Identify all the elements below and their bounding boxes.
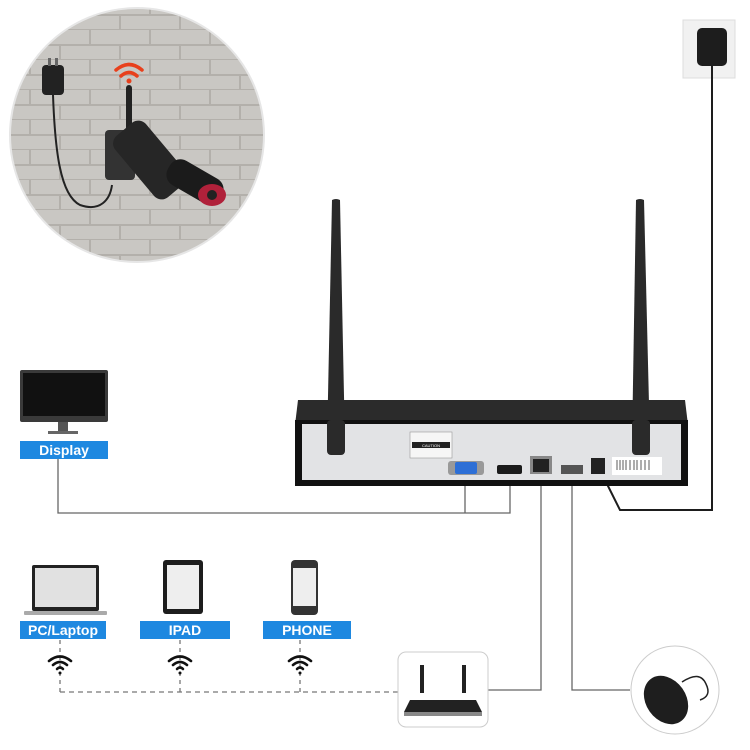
router-icon — [397, 651, 489, 728]
monitor-icon — [20, 370, 108, 434]
hdmi-port — [497, 465, 522, 474]
wifi-icon — [47, 655, 73, 675]
usb-port — [561, 465, 583, 474]
wall-adapter-icon — [42, 58, 113, 208]
device-dashed-links — [59, 640, 301, 692]
display-label: Display — [20, 441, 108, 459]
wifi-icon — [287, 655, 313, 675]
dc-power-port — [591, 458, 605, 474]
wifi-signal-icon — [114, 62, 144, 84]
connection-lines — [57, 459, 630, 691]
antenna-left-icon — [327, 199, 345, 445]
phone-label: PHONE — [263, 621, 351, 639]
phone-icon — [291, 560, 318, 615]
antenna-right-icon — [632, 199, 650, 445]
wifi-icon — [167, 655, 193, 675]
vga-port — [448, 461, 484, 475]
wifi-camera-icon — [105, 85, 226, 206]
camera-scene — [9, 7, 265, 263]
ipad-label: IPAD — [140, 621, 230, 639]
lan-port — [530, 456, 552, 474]
pc-laptop-label: PC/Laptop — [20, 621, 106, 639]
laptop-icon — [24, 565, 107, 615]
mouse-icon — [630, 645, 720, 735]
caution-label: CAUTION — [422, 443, 440, 448]
power-adapter-icon — [604, 19, 736, 511]
tablet-icon — [163, 560, 203, 614]
nvr-recorder: CAUTION — [295, 400, 688, 486]
